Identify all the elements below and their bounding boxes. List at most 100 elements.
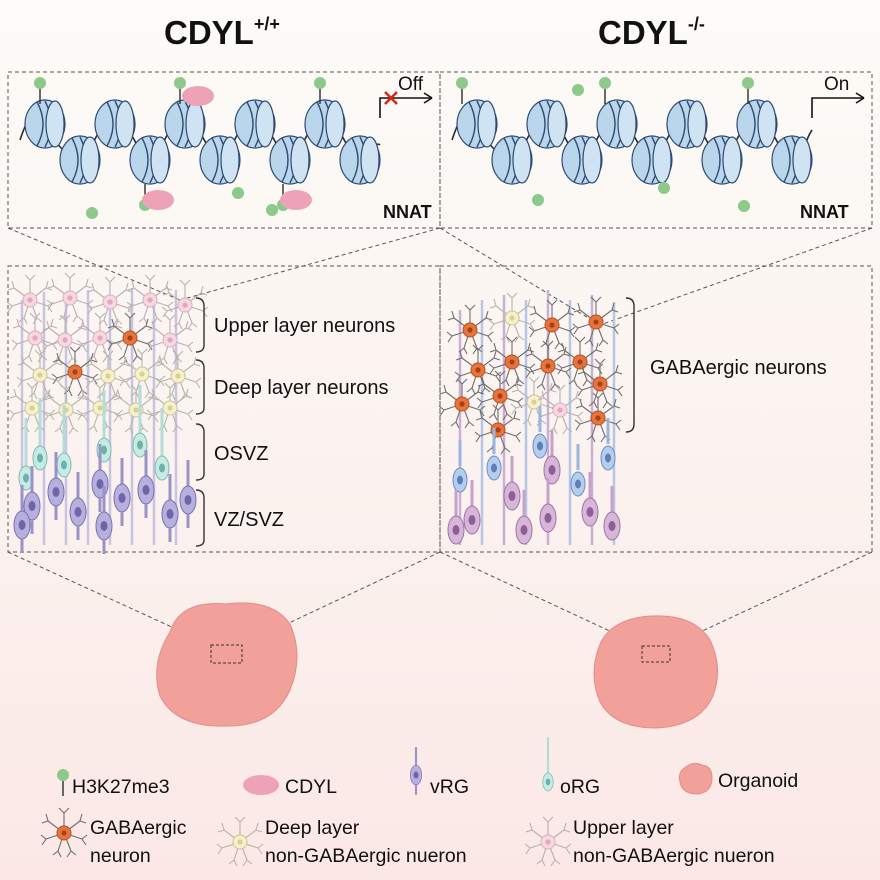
cdyl-icon	[243, 775, 279, 795]
zoom-connectors-bottom	[7, 551, 873, 647]
gaba-neuron	[573, 297, 619, 346]
vrg-cell	[462, 478, 482, 536]
deep-layer-neuron	[113, 385, 159, 434]
legend-h3k27me3: H3K27me3	[72, 776, 170, 798]
right-panel-title: CDYL-/-	[598, 14, 705, 51]
nucleosome	[666, 99, 708, 149]
upper-layer-neuron	[162, 280, 208, 329]
deep-layer-neuron	[119, 349, 165, 398]
left-nucleosomes	[24, 99, 381, 185]
h3k27me3-free-icon	[86, 207, 98, 219]
deep-layer-neuron-icon	[217, 817, 263, 866]
left-organoid-zoom-box	[210, 644, 243, 664]
left-cdyl-proteins	[142, 86, 312, 210]
legend-upper-line2: non-GABAergic nueron	[573, 845, 775, 867]
right-transcription-on-arrow	[811, 92, 865, 118]
org-cell	[131, 383, 149, 459]
legend-deep-line2: non-GABAergic nueron	[265, 845, 467, 867]
upper-layer-neuron	[12, 313, 58, 362]
legend-org: oRG	[560, 776, 600, 798]
nucleosome	[269, 135, 311, 185]
org-icon	[541, 735, 555, 793]
upper-layer-neuron	[537, 385, 583, 434]
vrg-cell	[569, 442, 587, 498]
vrg-cell	[136, 448, 156, 520]
layer-label-deep: Deep layer neurons	[214, 377, 389, 399]
nucleosome	[561, 135, 603, 185]
nucleosome	[94, 99, 136, 149]
legend-upper-line1: Upper layer	[573, 817, 674, 839]
h3k27me3-free-icon	[232, 187, 244, 199]
legend-deep-line1: Deep layer	[265, 817, 360, 839]
h3k27me3-free-icon	[532, 194, 544, 206]
vrg-cell	[542, 428, 562, 486]
upper-layer-neuron	[47, 273, 93, 322]
vrg-cell	[502, 454, 522, 512]
upper-layer-neuron	[7, 275, 53, 324]
layer-label-upper: Upper layer neurons	[214, 315, 395, 337]
left-switch-label: Off	[398, 74, 424, 95]
nucleosome	[234, 99, 276, 149]
h3k27me3-icon	[56, 768, 70, 797]
zoom-connectors-top	[7, 227, 873, 326]
right-layer-bracket	[625, 297, 635, 433]
organoid-icon	[678, 762, 713, 795]
layer-label-gaba: GABAergic neurons	[650, 357, 827, 379]
vrg-cell	[112, 456, 132, 528]
vrg-cell	[538, 476, 558, 534]
nucleosome	[596, 99, 638, 149]
left-tissue-box	[7, 265, 441, 553]
nucleosome	[59, 135, 101, 185]
layer-label-osvz: OSVZ	[214, 443, 268, 465]
vrg-cell	[68, 470, 88, 542]
h3k27me3-pin-icon	[598, 76, 612, 105]
cdyl-icon	[280, 190, 312, 210]
h3k27me3-free-icon	[572, 84, 584, 96]
blocked-x-icon	[384, 91, 398, 105]
nucleosome	[456, 99, 498, 149]
gaba-neuron	[107, 313, 153, 362]
nucleosome	[631, 135, 673, 185]
gaba-neuron	[447, 305, 493, 354]
nucleosome	[339, 135, 381, 185]
gaba-neuron	[489, 337, 535, 386]
right-organoid-zoom-box	[641, 645, 671, 663]
cdyl-icon	[142, 190, 174, 210]
h3k27me3-free-icon	[266, 204, 278, 216]
vrg-cell	[446, 488, 466, 546]
vrg-cell	[531, 404, 549, 460]
legend-organoid: Organoid	[718, 770, 798, 792]
nucleosome	[771, 135, 813, 185]
legend: H3K27me3 CDYL vRG oRG Organoid GABAergic…	[41, 735, 798, 867]
nucleosome	[491, 135, 533, 185]
nucleosome	[701, 135, 743, 185]
gaba-neuron	[439, 379, 485, 428]
right-gene-label: NNAT	[800, 202, 849, 222]
legend-gaba-line2: neuron	[90, 845, 151, 867]
nucleosome	[199, 135, 241, 185]
right-switch-label: On	[824, 74, 849, 95]
nucleosome	[304, 99, 346, 149]
deep-layer-neuron	[17, 350, 63, 399]
nucleosome	[164, 99, 206, 149]
deep-layer-neuron	[155, 351, 201, 400]
gaba-neuron	[52, 347, 98, 396]
h3k27me3-free-icon	[738, 200, 750, 212]
legend-gaba-line1: GABAergic	[90, 817, 187, 839]
right-organoid	[593, 615, 718, 729]
right-progenitor-cells	[446, 404, 622, 546]
upper-layer-neuron-icon	[525, 817, 571, 866]
vrg-cell	[451, 438, 469, 494]
right-panel-title-superscript: -/-	[688, 14, 705, 34]
left-upper-layer-cells	[7, 273, 208, 364]
nucleosome	[736, 99, 778, 149]
deep-layer-neuron	[9, 383, 55, 432]
left-gene-label: NNAT	[383, 202, 432, 222]
right-h3k27me3-marks	[455, 76, 755, 212]
nucleosome	[526, 99, 568, 149]
layer-label-vz-svz: VZ/SVZ	[214, 509, 284, 531]
h3k27me3-pin-icon	[741, 76, 755, 105]
deep-layer-neuron	[489, 293, 535, 342]
vrg-cell	[178, 458, 198, 530]
